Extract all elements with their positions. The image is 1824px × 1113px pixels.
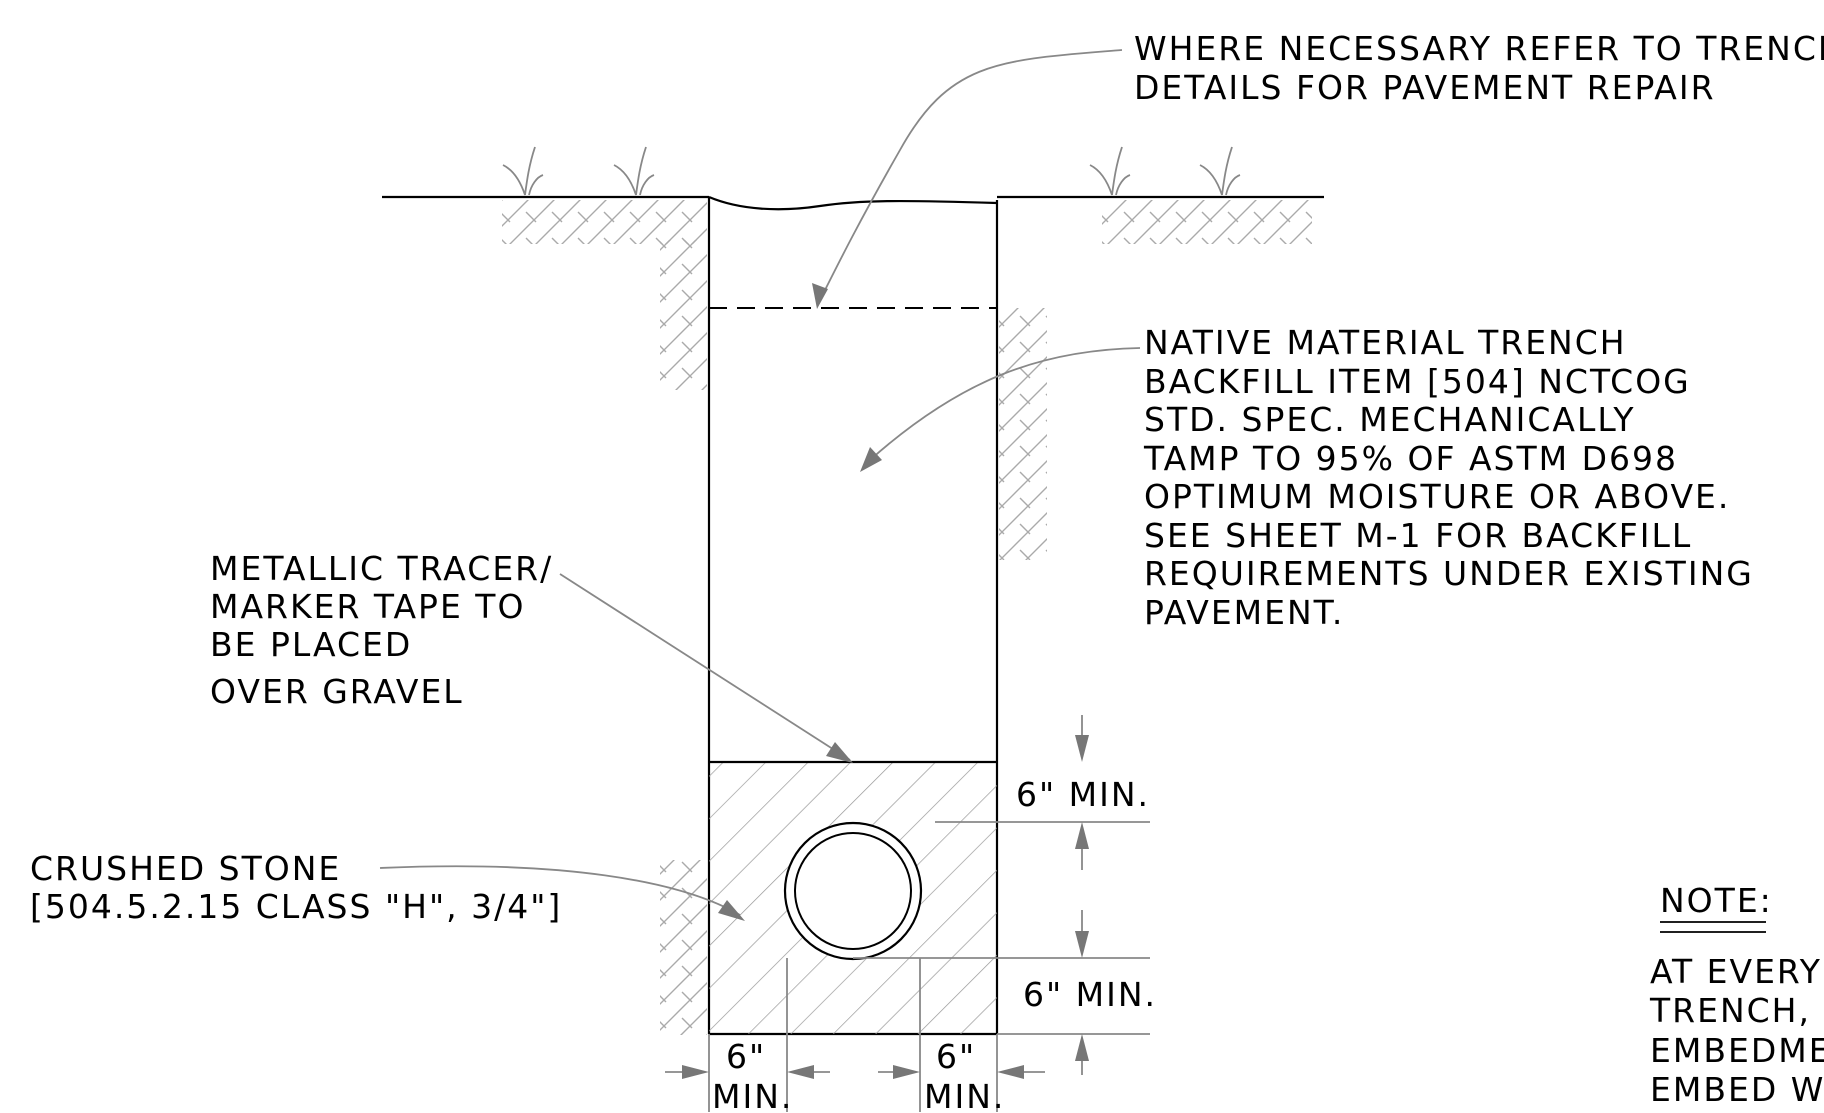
stone-note-line: CRUSHED STONE — [30, 849, 341, 888]
leader-lines — [379, 49, 1141, 921]
note-heading: NOTE: — [1660, 881, 1773, 920]
tracer-note-line: OVER GRAVEL — [210, 672, 464, 711]
backfill-note-line: SEE SHEET M-1 FOR BACKFILL — [1144, 516, 1692, 555]
grass-icon — [1089, 146, 1131, 196]
dim-label-bottom: 6" MIN. — [1023, 975, 1157, 1014]
grass-icon — [1199, 146, 1241, 196]
tracer-note-line: MARKER TAPE TO — [210, 587, 525, 626]
svg-text:6": 6" — [936, 1037, 976, 1076]
backfill-note-line: OPTIMUM MOISTURE OR ABOVE. — [1144, 477, 1730, 516]
backfill-note-line: STD. SPEC. MECHANICALLY — [1144, 400, 1636, 439]
backfill-note-line: BACKFILL ITEM [504] NCTCOG — [1144, 362, 1691, 401]
trench-repair-note: WHERE NECESSARY REFER TO TRENCH DETAILS … — [1134, 29, 1824, 107]
native-soil-hatch — [502, 200, 1312, 1035]
pipe — [783, 821, 923, 961]
note-body-line: TRENCH, D — [1649, 991, 1824, 1030]
dim-label-left: 6" MIN. — [712, 1037, 793, 1113]
general-note: NOTE: AT EVERY TRENCH, D EMBEDMEN EMBED … — [1649, 881, 1824, 1109]
backfill-note-line: NATIVE MATERIAL TRENCH — [1144, 323, 1627, 362]
tracer-tape-note: METALLIC TRACER/ MARKER TAPE TO BE PLACE… — [210, 549, 553, 711]
tracer-note-line: BE PLACED — [210, 625, 412, 664]
grass-icon-group — [502, 146, 1241, 196]
backfill-note-line: REQUIREMENTS UNDER EXISTING — [1144, 554, 1754, 593]
grass-icon — [502, 146, 544, 196]
svg-text:6": 6" — [726, 1037, 766, 1076]
stone-note-line: [504.5.2.15 CLASS "H", 3/4"] — [30, 887, 562, 926]
ground-surface — [382, 195, 1324, 211]
backfill-note-line: PAVEMENT. — [1144, 593, 1344, 632]
note-body-line: EMBEDMEN — [1650, 1031, 1824, 1070]
crushed-stone-note: CRUSHED STONE [504.5.2.15 CLASS "H", 3/4… — [30, 849, 562, 926]
backfill-note: NATIVE MATERIAL TRENCH BACKFILL ITEM [50… — [1143, 323, 1754, 632]
grass-icon — [613, 146, 655, 196]
trench-note-line: DETAILS FOR PAVEMENT REPAIR — [1134, 68, 1716, 107]
tracer-note-line: METALLIC TRACER/ — [210, 549, 553, 588]
note-body-line: AT EVERY — [1650, 952, 1822, 991]
svg-text:MIN.: MIN. — [712, 1077, 793, 1113]
note-body-line: EMBED WI — [1650, 1070, 1824, 1109]
svg-text:MIN.: MIN. — [924, 1077, 1005, 1113]
dim-label-top: 6" MIN. — [1016, 775, 1150, 814]
trench-note-line: WHERE NECESSARY REFER TO TRENCH — [1134, 29, 1824, 68]
backfill-note-line: TAMP TO 95% OF ASTM D698 — [1143, 439, 1678, 478]
dim-label-right: 6" MIN. — [924, 1037, 1005, 1113]
dimension-arrowheads — [682, 735, 1089, 1079]
